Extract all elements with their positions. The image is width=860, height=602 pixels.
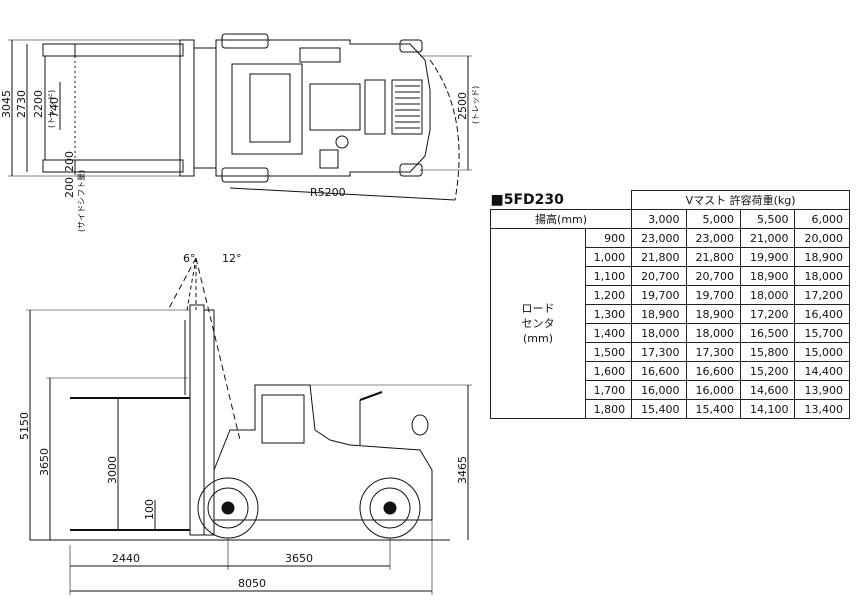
dim-tilt-backward: 12° [222,252,242,265]
capacity-cell: 15,800 [740,342,796,362]
capacity-cell: 15,000 [794,342,850,362]
load-center-value: 1,800 [585,399,633,419]
capacity-cell: 18,000 [685,323,742,343]
capacity-cell: 19,900 [740,247,796,267]
capacity-cell: 16,600 [685,361,742,381]
dim-tread-rear-label: (トレッド) [471,86,480,124]
capacity-cell: 15,700 [794,323,850,343]
capacity-cell: 20,000 [794,228,850,248]
dim-turning-radius: R5200 [310,186,346,199]
lift-height-row: 揚高(mm) 3,000 5,000 5,500 6,000 [489,209,850,229]
capacity-cell: 15,200 [740,361,796,381]
load-center-value: 1,600 [585,361,633,381]
load-center-value: 1,500 [585,342,633,362]
load-center-value: 900 [585,228,633,248]
dim-sideshift: 200 [63,177,76,198]
capacity-cell: 18,000 [631,323,687,343]
dim-overhead-guard: 3465 [456,456,469,484]
capacity-cell: 13,400 [794,399,850,419]
dim-width-overall: 3045 [0,90,13,118]
capacity-cell: 17,300 [631,342,687,362]
capacity-cell: 19,700 [685,285,742,305]
capacity-cell: 18,900 [685,304,742,324]
dim-carriage: 740 [48,97,61,118]
capacity-cell: 16,500 [740,323,796,343]
capacity-cell: 23,000 [685,228,742,248]
capacity-cell: 17,200 [794,285,850,305]
dim-wheelbase: 3650 [285,552,313,565]
load-center-label: ロードセンタ (mm) [489,228,587,419]
capacity-cell: 14,600 [740,380,796,400]
lift-height-cell: 3,000 [631,209,687,229]
load-center-label-line: ロード [521,302,555,315]
lift-height-cell: 6,000 [794,209,850,229]
table-header-row: ■5FD230 Vマスト 許容荷重(kg) [490,190,850,210]
capacity-cell: 18,000 [794,266,850,286]
load-center-value: 1,100 [585,266,633,286]
capacity-cell: 15,400 [631,399,687,419]
capacity-cell: 18,900 [631,304,687,324]
dim-sideshift-label: (サイドシフト量) [77,170,86,232]
lift-height-cell: 5,500 [740,209,796,229]
load-capacity-table: ■5FD230 Vマスト 許容荷重(kg) 揚高(mm) 3,000 5,000… [489,190,850,419]
capacity-cell: 18,900 [794,247,850,267]
capacity-cell: 21,000 [740,228,796,248]
dim-front-overhang: 2440 [112,552,140,565]
dim-tread-front-label: (トレッド) [47,90,56,128]
side-view [26,257,472,595]
top-view [8,33,472,201]
header-group: Vマスト 許容荷重(kg) [631,190,850,210]
dim-fork-ground: 100 [143,499,156,520]
dim-tilt-forward: 6° [183,252,196,265]
capacity-cell: 20,700 [631,266,687,286]
capacity-cell: 14,400 [794,361,850,381]
lift-height-cell: 5,000 [685,209,742,229]
lift-height-label: 揚高(mm) [489,209,633,229]
capacity-cell: 20,700 [685,266,742,286]
model-name: ■5FD230 [490,191,564,208]
load-center-value: 1,000 [585,247,633,267]
capacity-cell: 16,000 [685,380,742,400]
dim-lift-height: 3000 [106,456,119,484]
dim-overall-length: 8050 [238,577,266,590]
capacity-cell: 17,200 [740,304,796,324]
load-center-label-line: センタ [521,317,555,330]
capacity-cell: 16,000 [631,380,687,400]
capacity-cell: 14,100 [740,399,796,419]
dim-tread-rear: 2500 [456,92,469,120]
capacity-cell: 23,000 [631,228,687,248]
load-center-value: 1,200 [585,285,633,305]
load-center-value: 1,700 [585,380,633,400]
capacity-cell: 18,000 [740,285,796,305]
dim-mast-lowered: 3650 [38,448,51,476]
capacity-cell: 19,700 [631,285,687,305]
load-center-value: 1,300 [585,304,633,324]
capacity-cell: 16,400 [794,304,850,324]
capacity-cell: 18,900 [740,266,796,286]
dim-fork-outer: 2730 [15,90,28,118]
capacity-cell: 13,900 [794,380,850,400]
dim-fork-width: 200 [63,151,76,172]
load-center-label-line: (mm) [523,332,554,345]
capacity-cell: 16,600 [631,361,687,381]
dim-tread-front: 2200 [32,90,45,118]
capacity-cell: 21,800 [631,247,687,267]
load-center-value: 1,400 [585,323,633,343]
capacity-cell: 17,300 [685,342,742,362]
dim-max-height: 5150 [18,412,31,440]
capacity-cell: 21,800 [685,247,742,267]
capacity-cell: 15,400 [685,399,742,419]
